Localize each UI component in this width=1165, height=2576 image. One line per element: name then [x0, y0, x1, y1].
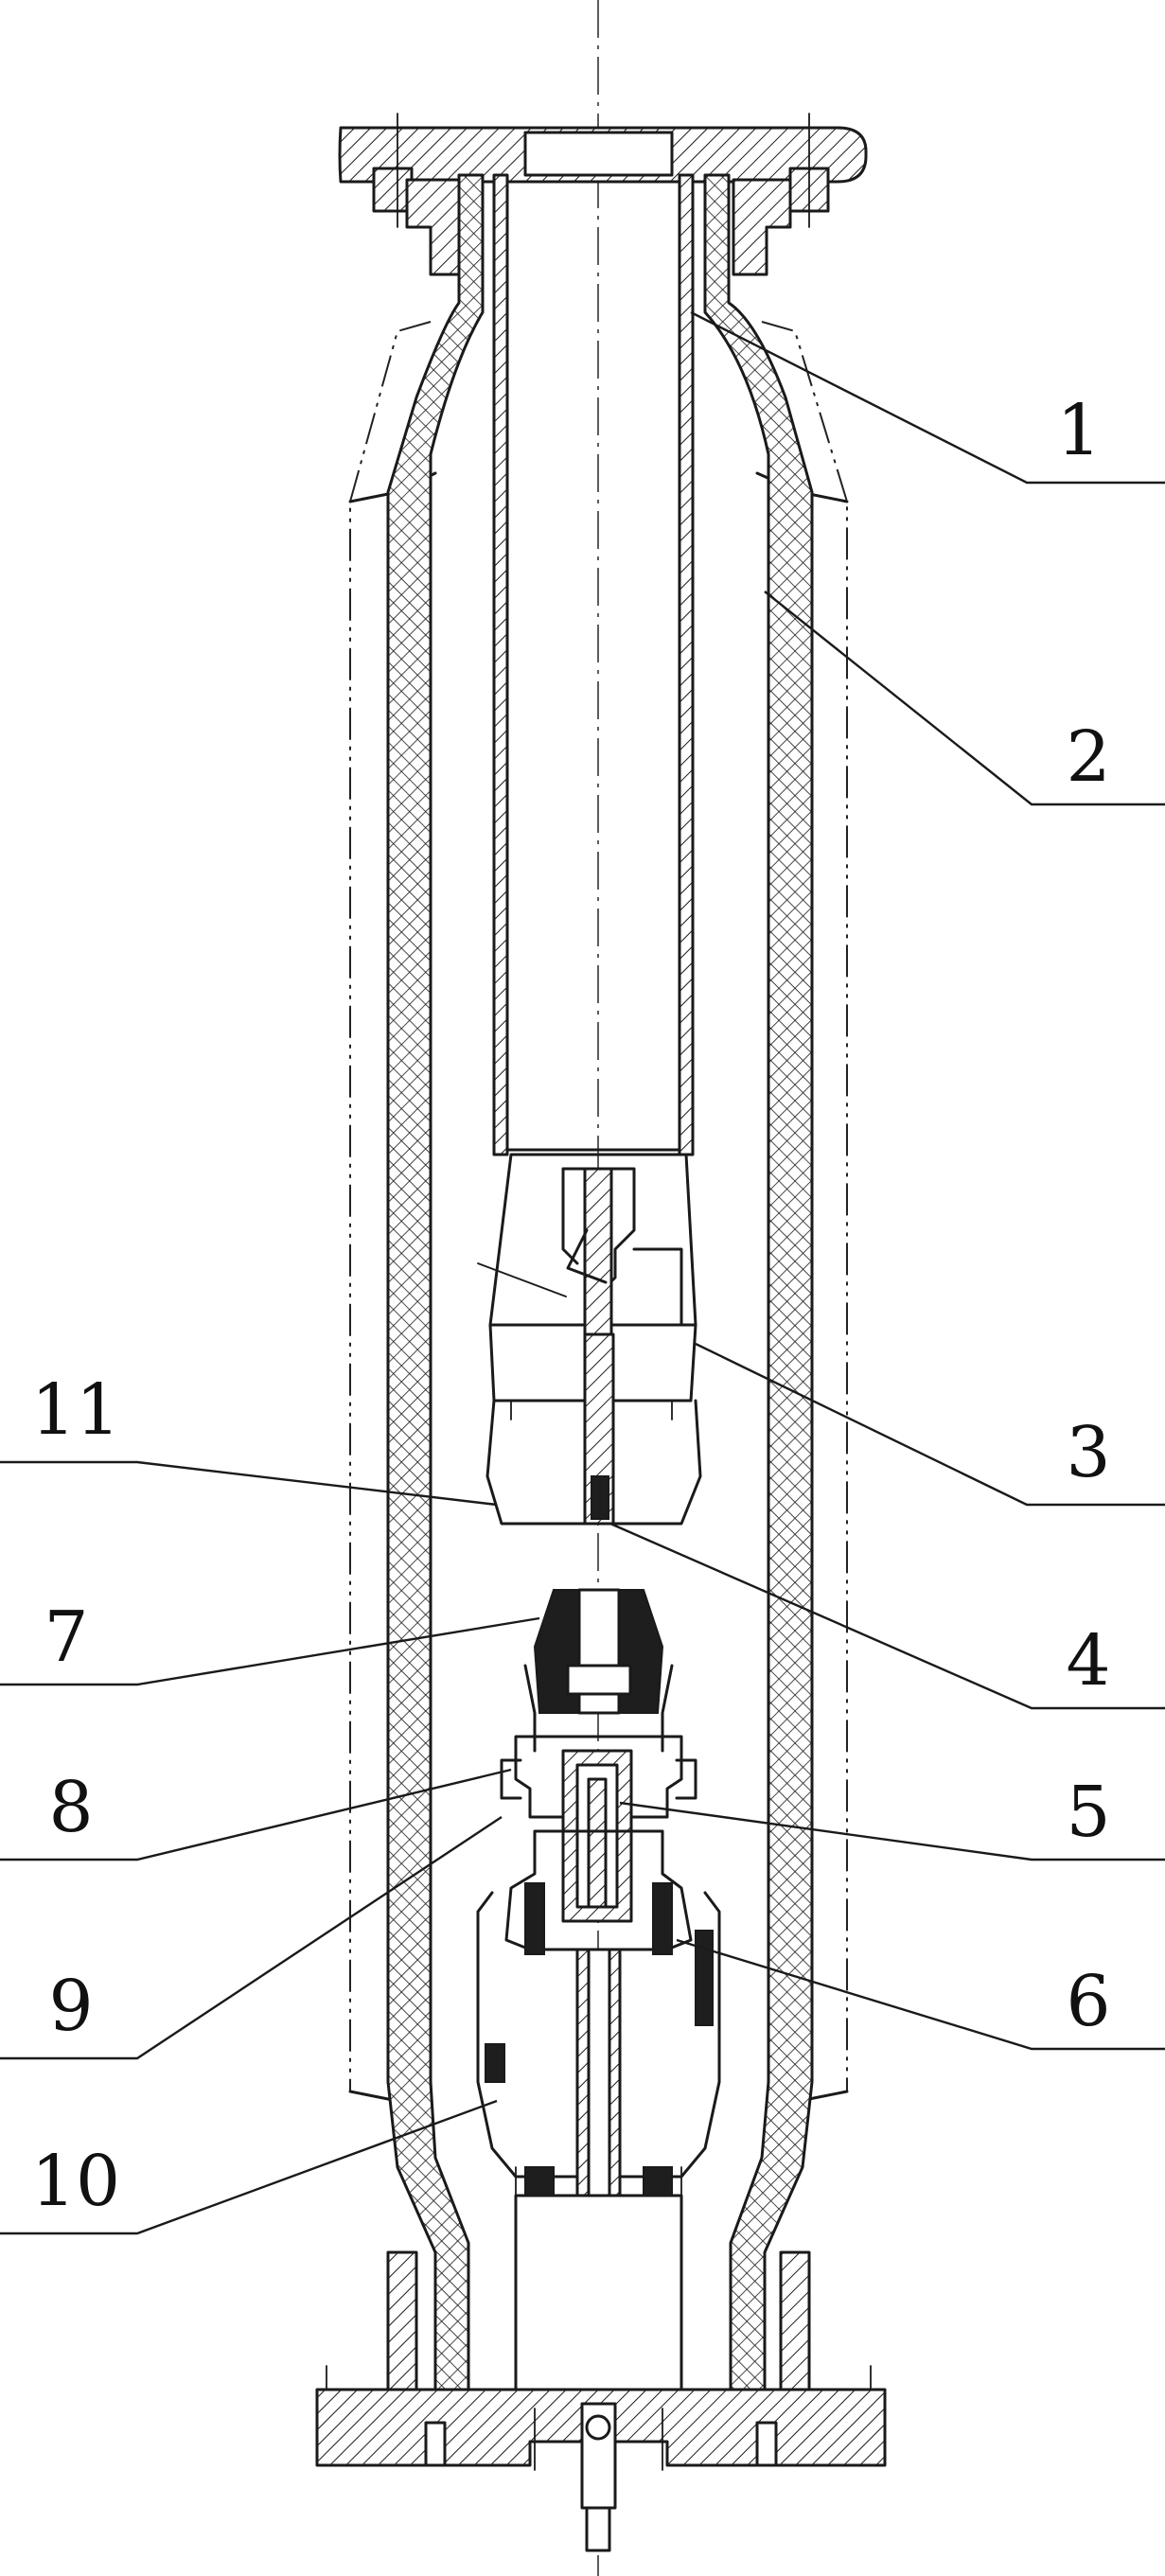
leader-5: [619, 1801, 1165, 1861]
top-flange: [338, 113, 868, 276]
callout-labels: 1 2 3 4 5 6 7 8 9 10 11: [31, 390, 1111, 2222]
lower-contact-seal: [523, 1588, 674, 1753]
leader-9: [0, 1815, 503, 2060]
insulating-body: [386, 173, 814, 2406]
callout-3: 3: [1066, 1412, 1110, 1493]
leader-6: [676, 1938, 1165, 2051]
callout-10: 10: [31, 2141, 120, 2222]
leader-10: [0, 2099, 498, 2235]
bottom-flange: [315, 2365, 887, 2552]
lower-interrupter: [476, 1735, 721, 2406]
callout-2: 2: [1066, 716, 1110, 798]
callout-5: 5: [1066, 1772, 1110, 1853]
callout-11: 11: [31, 1369, 120, 1451]
leader-3: [695, 1342, 1165, 1507]
callout-8: 8: [48, 1767, 93, 1848]
callout-4: 4: [1066, 1620, 1110, 1702]
leader-8: [0, 1768, 512, 1861]
upper-contact-assembly: [477, 1153, 702, 1526]
leader-2: [764, 591, 1165, 806]
callout-7: 7: [44, 1597, 88, 1678]
leader-4: [609, 1522, 1165, 1710]
callout-1: 1: [1056, 390, 1101, 471]
leader-1: [690, 310, 1165, 485]
callout-6: 6: [1066, 1961, 1110, 2042]
callout-9: 9: [48, 1966, 93, 2047]
leader-7: [0, 1616, 540, 1686]
leader-lines: [0, 310, 1165, 2235]
leader-11: [0, 1460, 498, 1507]
inner-tube: [492, 173, 695, 1156]
